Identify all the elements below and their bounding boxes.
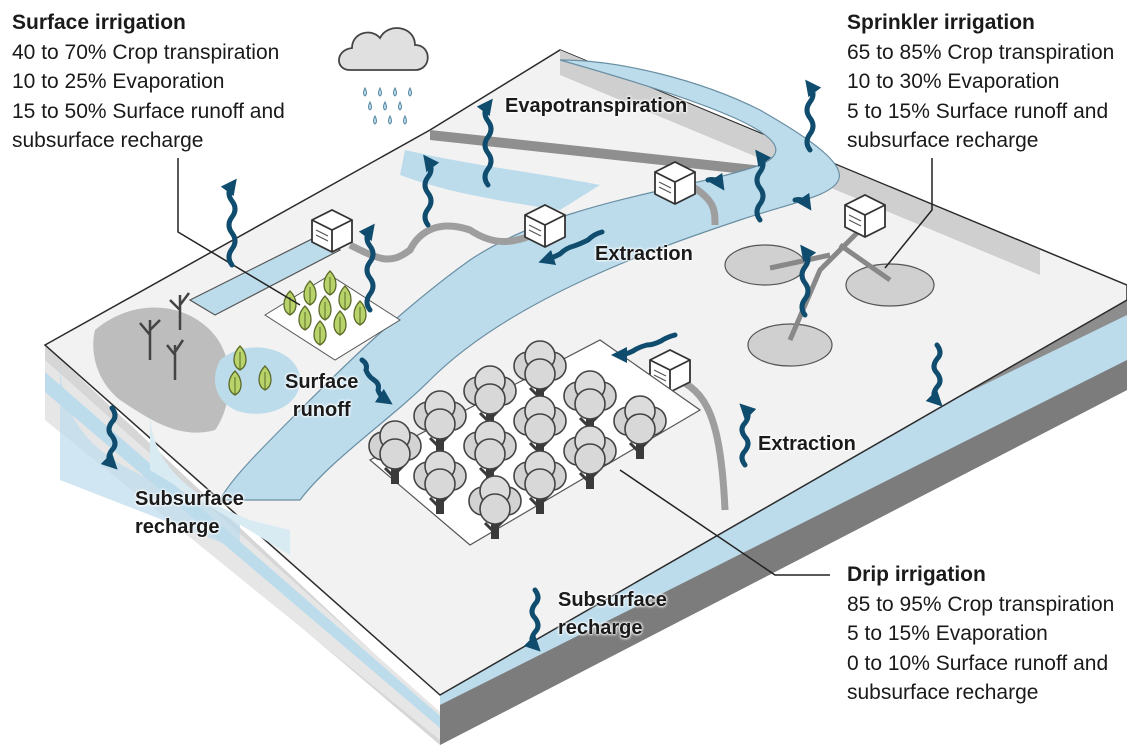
label-line: recharge	[558, 617, 643, 639]
pump-house-icon	[524, 204, 566, 248]
label-line: recharge	[135, 516, 220, 538]
panel-title: Drip irrigation	[847, 563, 986, 586]
panel-line: subsurface recharge	[847, 129, 1039, 152]
panel-line: 10 to 30% Evaporation	[847, 70, 1060, 93]
evaporation-arrow	[792, 192, 812, 211]
surface-runoff-label: Surface runoff	[285, 368, 358, 424]
panel-line: subsurface recharge	[847, 681, 1039, 704]
panel-line: 10 to 25% Evaporation	[12, 70, 225, 93]
evapotranspiration-label: Evapotranspiration	[505, 95, 688, 117]
pump-house-icon	[654, 161, 696, 205]
sprinkler-irrigation-panel: Sprinkler irrigation 65 to 85% Crop tran…	[847, 8, 1114, 156]
panel-line: 15 to 50% Surface runoff and	[12, 99, 285, 123]
pump-house-icon	[311, 209, 353, 253]
panel-line: 5 to 15% Evaporation	[847, 622, 1048, 645]
evaporation-arrow	[476, 98, 494, 188]
label-line: runoff	[292, 399, 351, 421]
label-line: Surface	[285, 371, 359, 393]
bare-tree-icon	[139, 292, 190, 380]
recharge-arrow	[523, 587, 541, 652]
evaporation-arrow	[422, 154, 440, 228]
label-line: Subsurface	[135, 488, 244, 510]
extraction-arrow	[538, 229, 605, 266]
panel-line: 5 to 15% Surface runoff and	[847, 99, 1109, 123]
evaporation-arrow	[804, 79, 822, 153]
evaporation-arrow	[705, 172, 725, 191]
panel-title: Sprinkler irrigation	[847, 11, 1035, 34]
panel-line: subsurface recharge	[12, 129, 204, 152]
panel-line: 40 to 70% Crop transpiration	[12, 40, 280, 64]
rain-cloud-icon	[338, 27, 429, 125]
extraction-arrow	[739, 403, 757, 468]
evaporation-arrow	[358, 223, 376, 313]
evaporation-arrow	[799, 244, 817, 318]
panel-line: 85 to 95% Crop transpiration	[847, 592, 1115, 616]
label-line: Subsurface	[558, 589, 667, 611]
extraction-arrow	[611, 332, 678, 363]
subsurface-recharge-label-left: Subsurface recharge	[135, 485, 244, 541]
extraction-label-top: Extraction	[595, 243, 693, 265]
evaporation-arrow	[220, 178, 238, 268]
recharge-arrow	[925, 342, 943, 407]
panel-title: Surface irrigation	[12, 11, 186, 34]
extraction-label-right: Extraction	[758, 433, 856, 455]
runoff-arrow	[359, 357, 393, 405]
panel-line: 0 to 10% Surface runoff and	[847, 651, 1109, 675]
drip-irrigation-panel: Drip irrigation 85 to 95% Crop transpira…	[847, 560, 1114, 708]
pump-house-icon	[844, 194, 886, 238]
surface-irrigation-panel: Surface irrigation 40 to 70% Crop transp…	[12, 8, 285, 156]
evaporation-arrow	[754, 149, 772, 223]
subsurface-recharge-label-bottom: Subsurface recharge	[558, 586, 667, 642]
recharge-arrow	[100, 405, 118, 470]
panel-line: 65 to 85% Crop transpiration	[847, 40, 1115, 64]
